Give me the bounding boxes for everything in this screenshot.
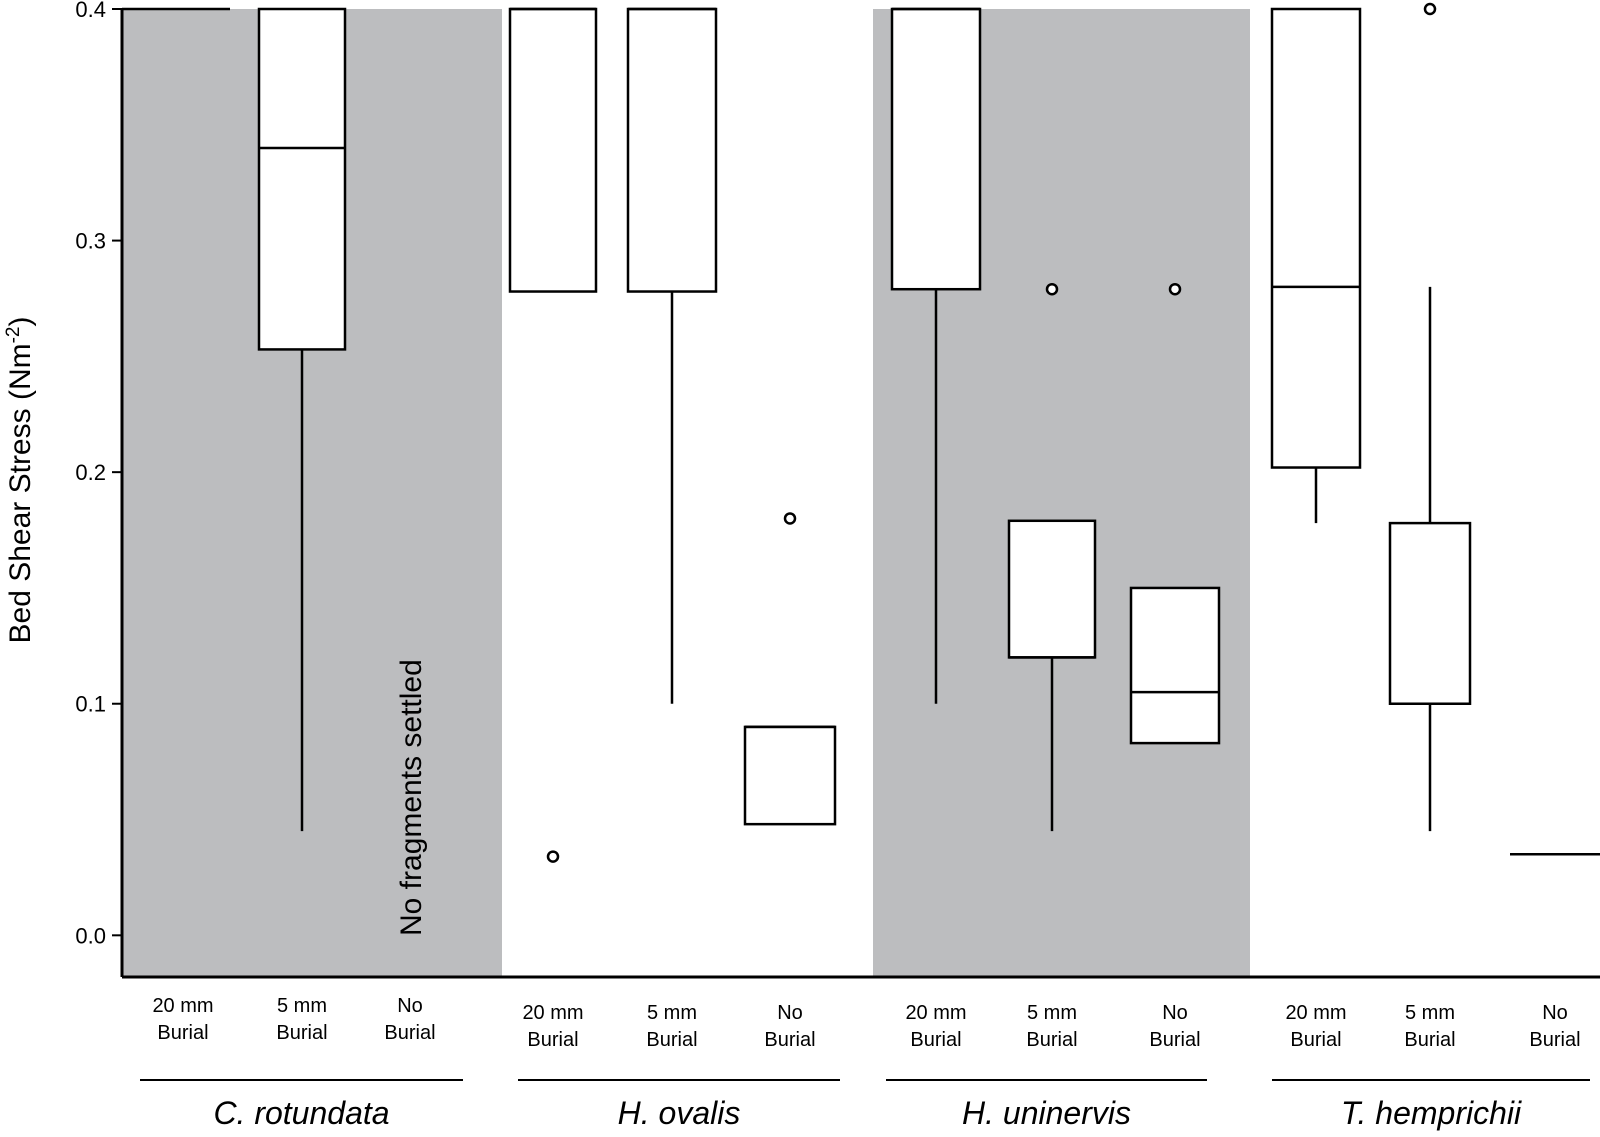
category-label-line1: 20 mm [1285,1002,1346,1024]
iqr-box [626,7,718,293]
category-label-line2: Burial [1404,1029,1455,1051]
species-label: T. hemprichii [1341,1095,1522,1131]
category-label-line1: 20 mm [522,1002,583,1024]
category-label-line2: Burial [1026,1029,1077,1051]
axes-layer [120,9,1600,979]
category-label-line1: 5 mm [1027,1002,1077,1024]
category-label-line1: 5 mm [647,1002,697,1024]
y-tick-label: 0.0 [75,923,106,948]
category-label-line2: Burial [276,1022,327,1044]
outlier-point [546,850,560,863]
no-data-note: No fragments settled [395,659,428,936]
category-label-line2: Burial [1529,1029,1580,1051]
category-label-line2: Burial [157,1022,208,1044]
iqr-box [508,7,598,293]
y-tick-label: 0.4 [75,0,106,22]
species-label: H. ovalis [618,1095,741,1131]
iqr-box [1270,7,1362,469]
category-label-line1: 20 mm [905,1002,966,1024]
outlier-point [1168,282,1182,296]
category-label-line2: Burial [1290,1029,1341,1051]
box-layer: No fragments settled [122,2,1600,936]
species-label: C. rotundata [213,1095,389,1131]
y-axis-label-exponent: -2 [3,326,24,343]
category-label-line1: No [1542,1002,1568,1024]
category-label-line2: Burial [646,1029,697,1051]
outlier-point [783,512,797,525]
y-axis-label-close: ) [4,316,37,326]
species-label: H. uninervis [962,1095,1131,1131]
y-tick-layer: 0.0 0.1 0.2 0.3 0.4 [75,0,122,948]
category-label-line1: 5 mm [277,995,327,1017]
category-label-line1: 5 mm [1405,1002,1455,1024]
iqr-box [743,725,837,826]
y-tick-label: 0.1 [75,692,106,717]
iqr-box [1129,586,1221,745]
y-axis-label: Bed Shear Stress (Nm-2) [3,316,37,643]
category-label-line1: No [397,995,423,1017]
outlier-point [1423,2,1437,16]
y-axis-label-main: Bed Shear Stress (Nm [4,343,37,643]
category-label-line2: Burial [384,1022,435,1044]
y-tick-label: 0.3 [75,229,106,254]
category-label-line2: Burial [910,1029,961,1051]
iqr-box [257,7,347,351]
outlier-point [1045,282,1059,296]
category-label-line1: No [1162,1002,1188,1024]
category-label-line2: Burial [1149,1029,1200,1051]
y-tick-label: 0.2 [75,460,106,485]
category-label-line2: Burial [527,1029,578,1051]
iqr-box [1388,521,1472,705]
category-label-line1: 20 mm [152,995,213,1017]
iqr-box [1007,519,1097,659]
category-label-line1: No [777,1002,803,1024]
iqr-box [890,7,982,291]
category-label-line2: Burial [764,1029,815,1051]
